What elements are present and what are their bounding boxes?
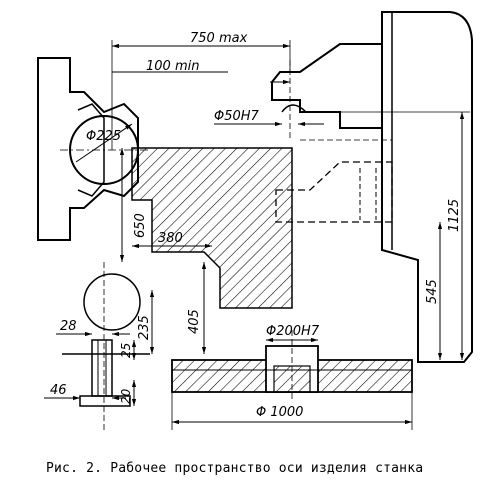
dimension-380: 380 — [132, 231, 212, 249]
dim-46-label: 46 — [50, 383, 67, 398]
rotary-table — [171, 330, 413, 400]
figure-caption: Рис. 2. Рабочее пространство оси изделия… — [46, 461, 423, 476]
lower-left-bracket — [62, 339, 150, 407]
dim-1125-label: 1125 — [447, 199, 462, 232]
dim-100-label: 100 min — [146, 59, 199, 74]
dim-225-label: Φ225 — [86, 129, 121, 144]
dim-405-label: 405 — [187, 309, 202, 334]
dim-750-label: 750 max — [190, 31, 248, 46]
dim-235-label: 235 — [137, 315, 152, 340]
dim-650-label: 650 — [133, 213, 148, 238]
dim-28-label: 28 — [60, 319, 77, 334]
dimension-50: Φ50H7 — [214, 109, 324, 127]
dimension-46: 46 — [44, 383, 126, 401]
dim-20-label: 20 — [119, 388, 133, 404]
small-circle — [83, 273, 141, 331]
dimension-200: Φ200H7 — [266, 324, 320, 343]
dimension-1000: Φ 1000 — [171, 392, 413, 430]
dim-380-label: 380 — [158, 231, 183, 246]
dimension-545: 545 — [425, 222, 443, 360]
dimension-650: 650 — [119, 148, 148, 262]
dim-545-label: 545 — [425, 279, 440, 304]
dimension-25-235: 25 235 — [119, 290, 155, 360]
hatched-workspace — [131, 147, 293, 309]
dimension-20: 20 — [119, 380, 137, 406]
dimension-1125: 1125 — [300, 111, 470, 360]
middle-head — [275, 161, 393, 223]
right-column — [381, 11, 473, 363]
dimension-100: 100 min — [112, 59, 290, 85]
dimension-750: 750 max — [111, 31, 291, 150]
dim-1000-label: Φ 1000 — [256, 405, 303, 420]
upper-spindle-head — [271, 43, 392, 141]
dimension-225: Φ225 — [75, 123, 133, 163]
dimension-28: 28 — [56, 319, 130, 337]
dimension-405: 405 — [187, 262, 207, 354]
dim-200-label: Φ200H7 — [266, 324, 320, 339]
dim-25-label: 25 — [119, 343, 133, 358]
dim-50-label: Φ50H7 — [214, 109, 260, 124]
